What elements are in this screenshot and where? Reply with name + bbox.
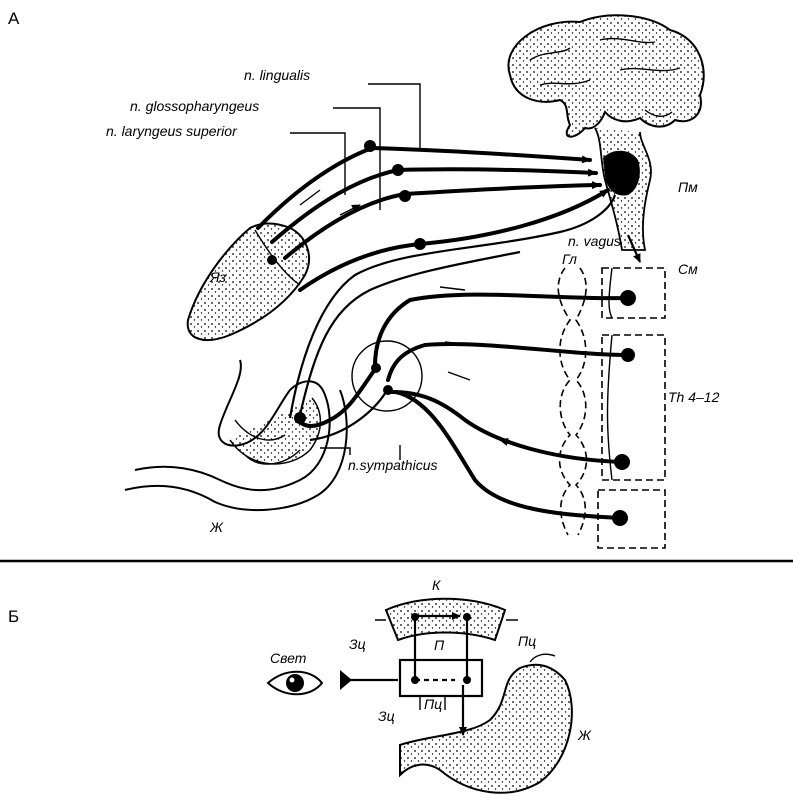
light-label: Свет [270,650,307,666]
medulla-label: Пм [678,179,698,195]
stomach-drawing-a [124,359,348,511]
food-center-top-label: Пц [518,633,536,649]
medulla-drawing [594,127,652,251]
neuron-bodies [267,140,636,526]
nerve-glossopharyngeus-label: n. glossopharyngeus [130,98,259,114]
cortex-label: К [432,577,441,593]
panel-b-label: Б [8,607,19,626]
ganglion-label: Гл [562,251,577,267]
visual-center-top-label: Зц [349,636,366,652]
nerve-laryngeus-label: n. laryngeus superior [106,123,238,139]
visual-center-bottom-label: Зц [378,708,395,724]
nerve-fibers [256,145,642,520]
stomach-label-a: Ж [209,519,224,535]
solar-plexus-circle [351,340,423,412]
tongue-drawing [186,222,310,341]
spinal-cord-drawing [597,267,666,549]
food-center-bottom-label: Пц [424,696,442,712]
stomach-drawing-b [399,653,573,794]
panel-a-label: А [8,9,20,28]
nerve-sympathicus-label: n.sympathicus [348,457,437,473]
ganglion-chain-drawing [557,267,588,536]
spinal-cord-label: См [678,261,698,277]
subcortex-label: П [434,637,445,653]
cortex-drawing [384,597,507,642]
nerve-vagus-label: n. vagus [568,233,621,249]
subcortex-box [398,658,484,698]
stomach-label-b: Ж [577,727,592,743]
brain-drawing [507,14,705,138]
segments-label: Th 4–12 [668,389,720,405]
reflex-connections-b [340,617,518,736]
label-leader-lines [290,83,421,460]
nerve-lingualis-label: n. lingualis [244,67,310,83]
tongue-label: Яз [209,269,227,285]
eye-icon [266,670,324,696]
